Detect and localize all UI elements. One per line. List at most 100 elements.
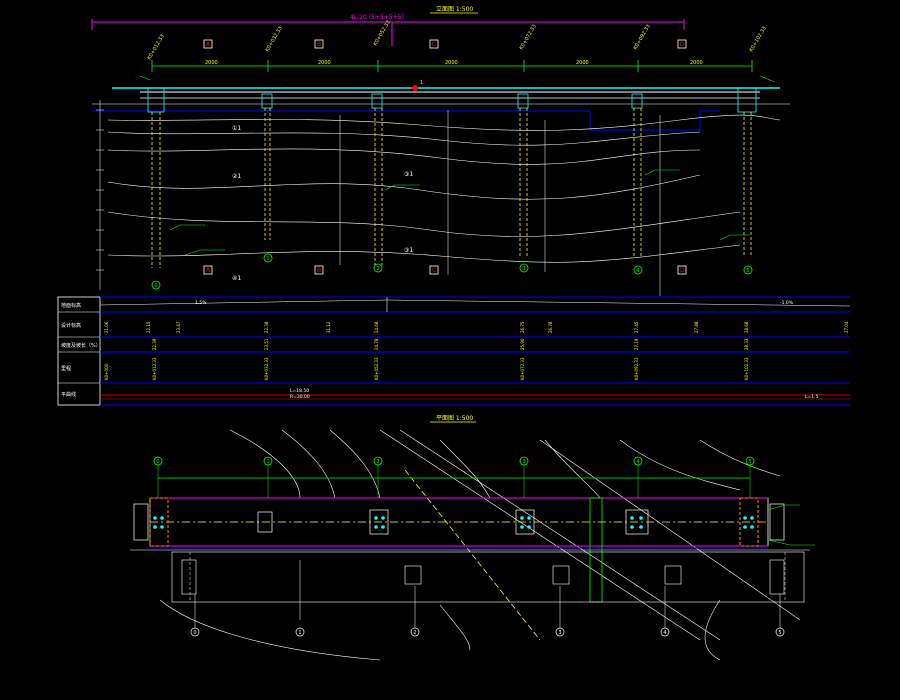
elevation-title[interactable]: 立面图 1:500 bbox=[436, 5, 473, 13]
svg-text:K0+032.33: K0+032.33 bbox=[264, 357, 269, 380]
svg-text:K0+012.33: K0+012.33 bbox=[147, 34, 166, 61]
table-header-slope: 坡度及坡长（%） bbox=[61, 342, 101, 349]
axis-label-b-top: B bbox=[317, 41, 321, 48]
svg-text:K0+092.33: K0+092.33 bbox=[633, 24, 652, 51]
table-value-ticks: 21.06 22.15 23.47 22.38 21.12 24.68 26.7… bbox=[104, 321, 849, 380]
borehole-columns bbox=[339, 110, 661, 296]
table-curve-end: L=1.5 bbox=[805, 394, 819, 400]
axis-label-d-bottom: D bbox=[680, 267, 685, 274]
plan-title-block: 平面图 1:500 bbox=[430, 415, 476, 423]
layer-label-5: ④1 bbox=[232, 275, 241, 282]
ground-hatch-left bbox=[96, 100, 104, 290]
plan-pier-number-1: 1 bbox=[298, 630, 301, 636]
layer-label-4: ③1 bbox=[404, 247, 413, 254]
svg-text:K0+102.33: K0+102.33 bbox=[749, 26, 768, 53]
axis-label-b-bottom: B bbox=[317, 267, 321, 274]
plan-pile-dots bbox=[153, 516, 754, 529]
svg-text:26.78: 26.78 bbox=[548, 321, 553, 333]
layer-label-2: ②1 bbox=[232, 173, 241, 180]
svg-text:25.90: 25.90 bbox=[520, 338, 525, 350]
plan-axis-number-5: 5 bbox=[748, 459, 751, 465]
svg-text:22.39: 22.39 bbox=[152, 338, 157, 350]
pier-number-4: 4 bbox=[636, 268, 639, 274]
table-header-curve: 平曲线 bbox=[61, 391, 76, 398]
abutments bbox=[147, 87, 757, 113]
plan-pier-number-4: 4 bbox=[663, 630, 666, 636]
layer-label-1: ①1 bbox=[232, 125, 241, 132]
table-header-ground: 地面标高 bbox=[61, 302, 81, 309]
top-marker-label: 1 bbox=[420, 80, 423, 86]
pier-number-1: 1 bbox=[266, 256, 269, 262]
pier-number-3: 3 bbox=[522, 266, 525, 272]
plan-pier-number-0: 0 bbox=[193, 630, 196, 636]
svg-text:K0+072.33: K0+072.33 bbox=[520, 357, 525, 380]
elevation-span-note: 4L-20 (5+5+5+5) bbox=[350, 14, 404, 21]
span-dim-1: 2000 bbox=[205, 60, 218, 66]
svg-text:21.06: 21.06 bbox=[104, 321, 109, 333]
svg-text:28.68: 28.68 bbox=[744, 321, 749, 333]
svg-text:27.04: 27.04 bbox=[844, 321, 849, 333]
annotation-leaders bbox=[139, 75, 776, 256]
piles bbox=[151, 108, 752, 268]
pier-circles bbox=[151, 253, 753, 290]
svg-text:24.68: 24.68 bbox=[374, 321, 379, 333]
svg-text:22.38: 22.38 bbox=[264, 321, 269, 333]
plan-axis-circles-top bbox=[153, 456, 755, 466]
svg-text:K0+012.33: K0+012.33 bbox=[152, 357, 157, 380]
plan-pier-number-2: 2 bbox=[413, 630, 416, 636]
span-dim-2: 2000 bbox=[318, 60, 331, 66]
svg-text:28.33: 28.33 bbox=[744, 338, 749, 350]
svg-text:27.45: 27.45 bbox=[634, 321, 639, 333]
plan-axis-number-2: 2 bbox=[376, 459, 379, 465]
svg-text:K0+052.33: K0+052.33 bbox=[374, 357, 379, 380]
table-header-station: 里程 bbox=[61, 365, 71, 372]
axis-label-c-top: C bbox=[432, 41, 436, 48]
svg-text:24.78: 24.78 bbox=[374, 338, 379, 350]
span-dim-5: 2000 bbox=[690, 60, 703, 66]
elevation-title-block: 立面图 1:500 4L-20 (5+5+5+5) bbox=[91, 5, 685, 46]
span-dim-3: 2000 bbox=[445, 60, 458, 66]
plan-road-curves bbox=[159, 429, 801, 661]
pier-number-5: 5 bbox=[746, 268, 749, 274]
pier-number-2: 2 bbox=[376, 266, 379, 272]
svg-text:26.75: 26.75 bbox=[520, 321, 525, 333]
pier-number-0: 0 bbox=[154, 283, 157, 289]
axis-label-d-top: D bbox=[680, 41, 685, 48]
span-dim-4: 2000 bbox=[576, 60, 589, 66]
axis-label-a-bottom: A bbox=[206, 267, 211, 274]
svg-text:K0+072.33: K0+072.33 bbox=[519, 24, 538, 51]
table-curve-left: L=18.50 bbox=[290, 388, 309, 394]
section-markers-bottom bbox=[203, 265, 687, 275]
svg-text:K0+102.33: K0+102.33 bbox=[744, 357, 749, 380]
plan-pier-caps bbox=[133, 503, 785, 541]
bridge-deck: 1 bbox=[92, 80, 790, 131]
plan-title[interactable]: 平面图 1:500 bbox=[436, 415, 473, 422]
svg-text:27.19: 27.19 bbox=[634, 338, 639, 350]
svg-text:23.47: 23.47 bbox=[176, 321, 181, 333]
svg-text:21.12: 21.12 bbox=[326, 321, 331, 333]
svg-text:K0+000: K0+000 bbox=[104, 363, 109, 380]
road-centerline bbox=[404, 469, 541, 641]
table-curve-right: R=30.00 bbox=[290, 394, 310, 400]
svg-text:22.15: 22.15 bbox=[146, 321, 151, 333]
axis-label-a-top: A bbox=[206, 41, 211, 48]
plan-axis-number-0: 0 bbox=[156, 459, 159, 465]
layer-label-3: ③1 bbox=[404, 171, 413, 178]
profile-table: 地面标高 设计标高 坡度及坡长（%） 里程 平曲线 1.5% -1.0% L=1… bbox=[57, 296, 851, 406]
svg-text:K0+052.33: K0+052.33 bbox=[373, 20, 392, 47]
pier-top-labels: K0+012.33 K0+032.33 K0+052.33 K0+072.33 … bbox=[147, 20, 768, 61]
plan-axis-number-1: 1 bbox=[266, 459, 269, 465]
plan-lower-strip: 0 1 2 3 4 5 bbox=[171, 551, 805, 637]
svg-text:K0+092.33: K0+092.33 bbox=[634, 357, 639, 380]
plan-pier-number-5: 5 bbox=[778, 630, 781, 636]
top-marker-icon bbox=[412, 85, 418, 91]
span-dimension-line: 2000 2000 2000 2000 2000 bbox=[151, 60, 753, 72]
plan-axis-number-4: 4 bbox=[636, 459, 639, 465]
svg-text:27.88: 27.88 bbox=[694, 321, 699, 333]
plan-pier-number-3: 3 bbox=[558, 630, 561, 636]
table-header-design: 设计标高 bbox=[61, 322, 81, 329]
plan-axis-number-3: 3 bbox=[522, 459, 525, 465]
axis-label-c-bottom: C bbox=[432, 267, 436, 274]
section-markers-top bbox=[203, 39, 687, 49]
